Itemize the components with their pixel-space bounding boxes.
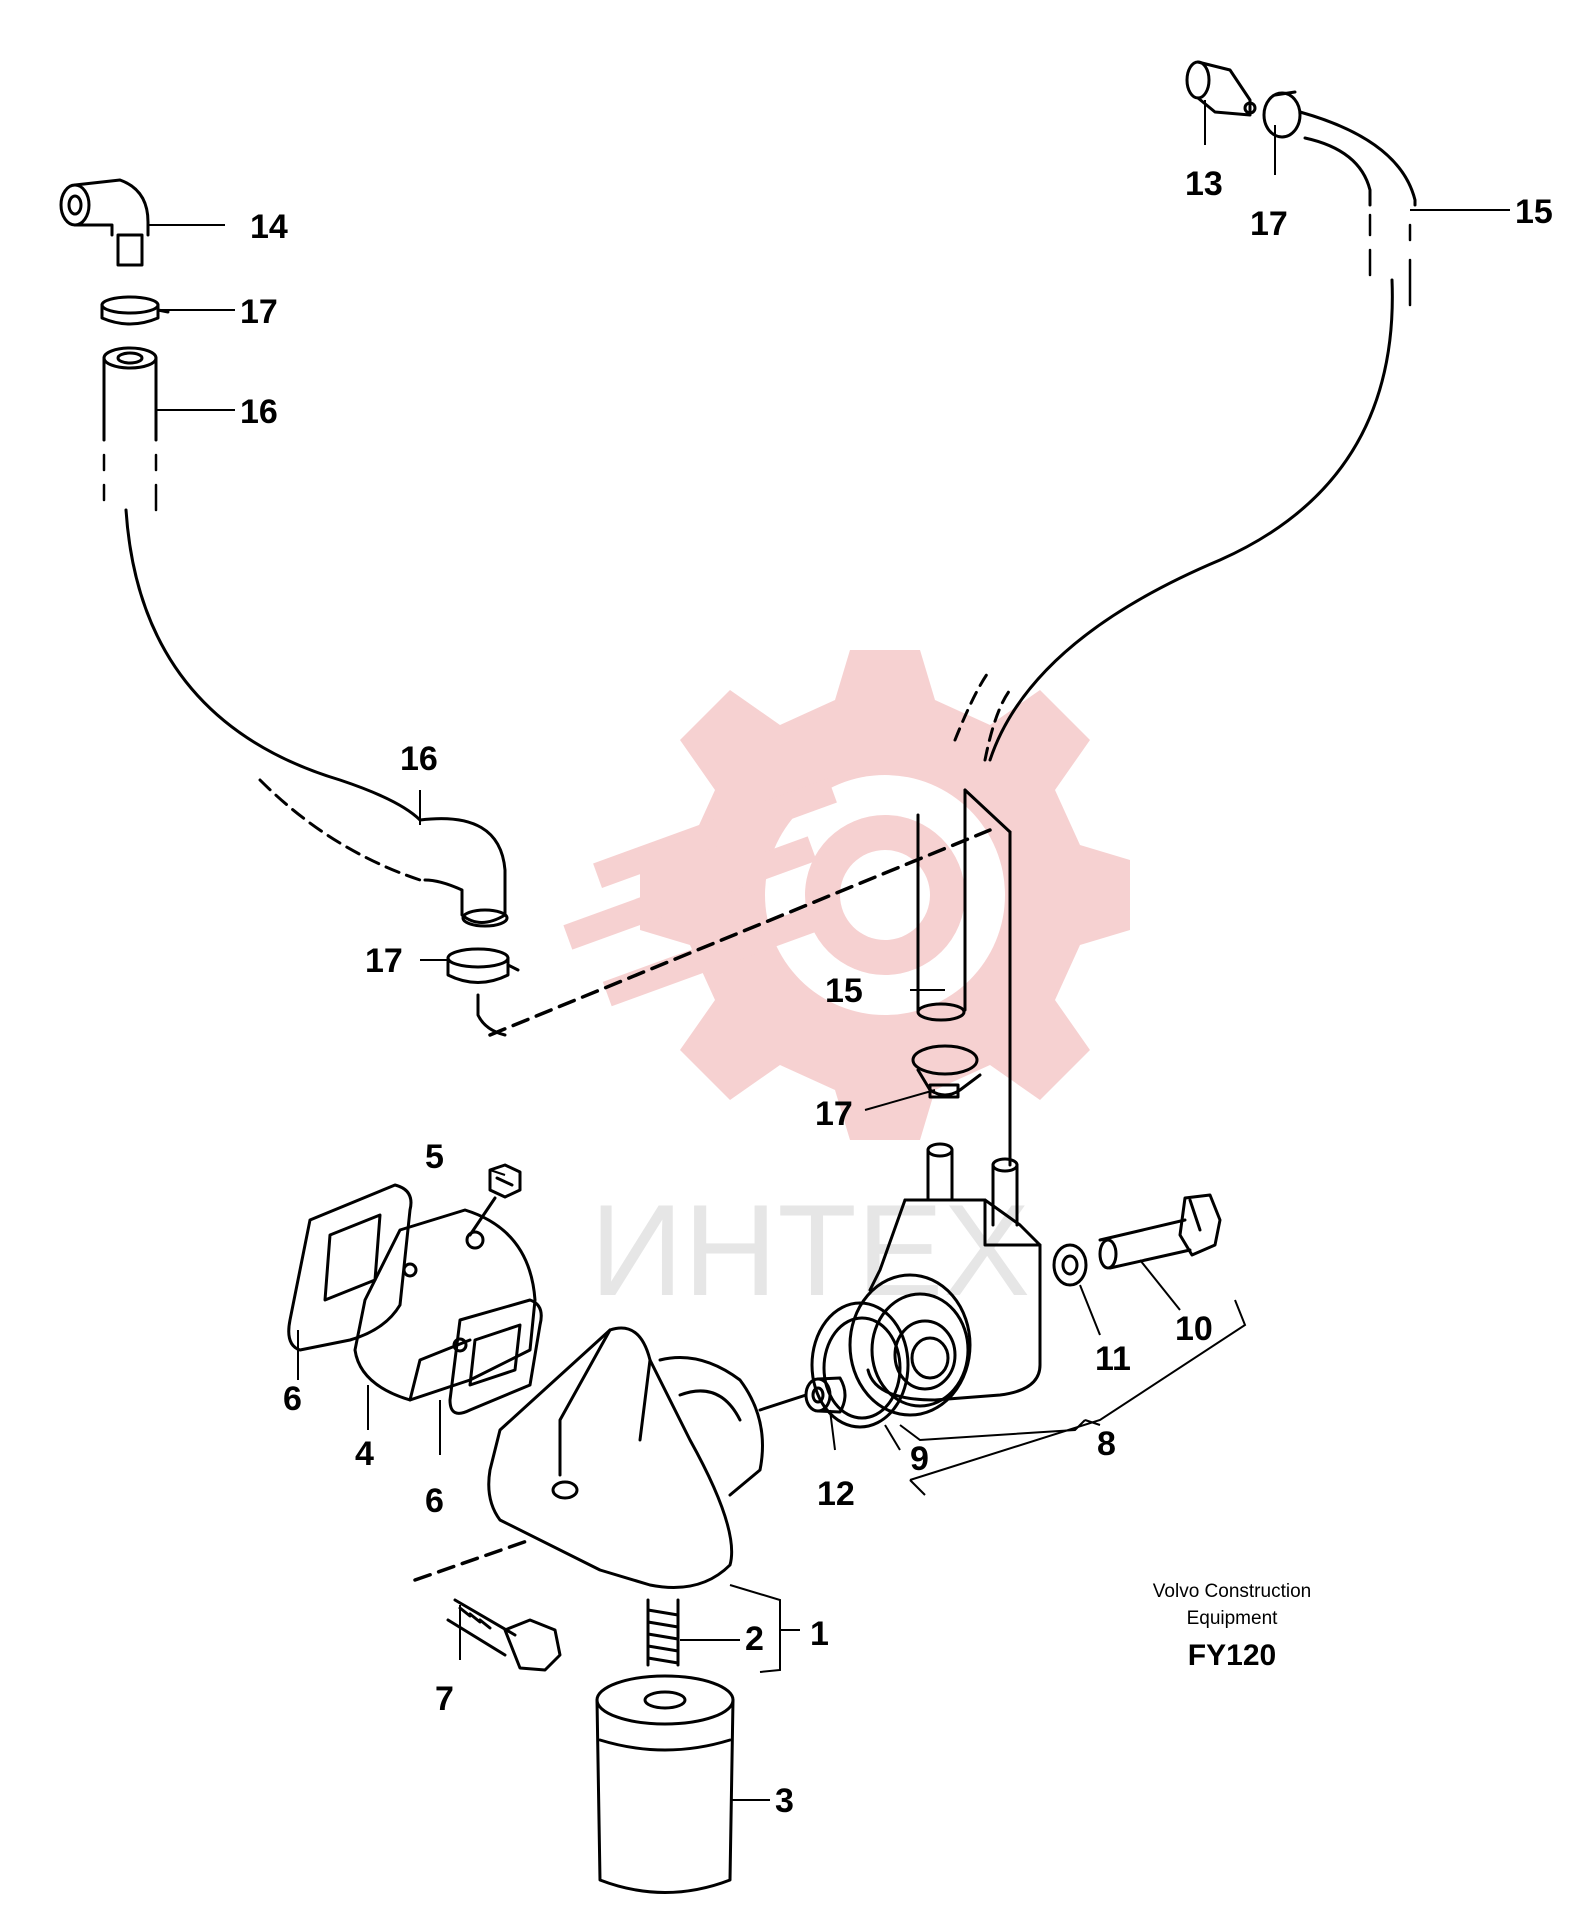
callout-17-center: 17 (815, 1095, 853, 1133)
callout-7: 7 (435, 1680, 454, 1718)
bolt-10 (1098, 1193, 1222, 1270)
callout-1: 1 (810, 1615, 829, 1653)
hose-16-elbow (418, 817, 509, 928)
hose-15-lower (916, 788, 1012, 1167)
hose-clamp-center-left (446, 947, 520, 984)
credit-line-1: Volvo Construction (1153, 1581, 1311, 1602)
filter-bracket-1 (487, 1326, 764, 1589)
callout-15-center: 15 (825, 972, 863, 1010)
hose-15-upper (953, 110, 1417, 762)
oil-cooler-housing (848, 1142, 1042, 1417)
gasket-6-left (287, 1183, 413, 1352)
washer-11 (1052, 1243, 1088, 1287)
gear-logo-icon (563, 650, 1130, 1140)
callout-6-left: 6 (283, 1380, 302, 1418)
callout-4: 4 (355, 1435, 374, 1473)
callouts: 14 17 16 16 17 13 17 15 15 17 5 6 4 6 12… (240, 165, 1553, 1820)
callout-11: 11 (1095, 1340, 1131, 1378)
callout-17-top-right: 17 (1250, 205, 1288, 243)
callout-17-top-left: 17 (240, 293, 278, 331)
hose-16-upper (102, 346, 422, 882)
callout-14: 14 (250, 208, 288, 246)
part-drawings (59, 60, 1417, 1894)
connector-13 (1185, 60, 1257, 117)
elbow-fitting (59, 178, 150, 267)
callout-9: 9 (910, 1440, 929, 1478)
credit-block: Volvo Construction Equipment FY120 (1153, 1581, 1311, 1672)
adapter-plate-4 (353, 1208, 537, 1402)
callout-5: 5 (425, 1138, 444, 1176)
callout-10: 10 (1175, 1310, 1213, 1348)
callout-3: 3 (775, 1782, 794, 1820)
dashed-connector-lines (413, 828, 992, 1582)
nipple-12 (758, 1376, 847, 1414)
stud-2 (646, 1598, 680, 1667)
callout-8: 8 (1097, 1425, 1116, 1463)
bolt-7 (446, 1598, 562, 1672)
callout-13: 13 (1185, 165, 1223, 203)
callout-16-center: 16 (400, 740, 438, 778)
credit-line-2: Equipment (1187, 1608, 1279, 1629)
nut-5 (468, 1163, 522, 1237)
callout-12: 12 (817, 1475, 855, 1513)
seal-ring-9 (810, 1301, 910, 1429)
callout-17-center-left: 17 (365, 942, 403, 980)
leader-lines (148, 100, 1510, 1801)
oil-filter-3 (595, 1674, 735, 1894)
callout-16-top-left: 16 (240, 393, 278, 431)
callout-2: 2 (745, 1620, 764, 1658)
hose-clamp-center (911, 1044, 982, 1099)
callout-6-right: 6 (425, 1482, 444, 1520)
callout-15-top-right: 15 (1515, 193, 1553, 231)
figure-code: FY120 (1188, 1639, 1276, 1672)
gasket-6-right (448, 1298, 543, 1415)
hose-clamp-top-right (1262, 90, 1302, 139)
hose-clamp-top-left (100, 295, 170, 326)
